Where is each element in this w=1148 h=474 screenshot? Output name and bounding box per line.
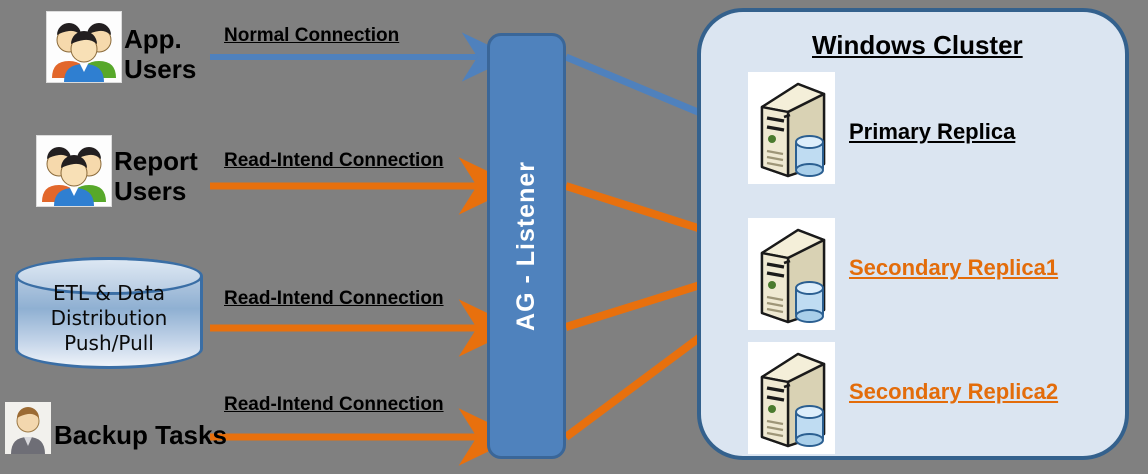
server-database-icon — [748, 72, 835, 184]
etl-database-label: ETL & Data Distribution Push/Pull — [50, 280, 168, 355]
read-intend-connection-label-report: Read-Intend Connection — [224, 150, 444, 171]
app-users-label: App. Users — [124, 24, 197, 84]
secondary-replica-1-label: Secondary Replica1 — [849, 255, 1059, 280]
cylinder-top-ellipse — [15, 257, 203, 295]
users-group-icon — [37, 136, 111, 206]
normal-connection-label: Normal Connection — [224, 25, 400, 46]
backup-tasks-label: Backup Tasks — [54, 420, 227, 450]
server-database-icon — [748, 342, 835, 454]
database-cylinder-icon: ETL & Data Distribution Push/Pull — [15, 257, 203, 369]
ag-listener-box[interactable]: AG - Listener — [487, 33, 566, 459]
cluster-title: Windows Cluster — [812, 30, 1023, 60]
report-users-label: Report Users — [114, 146, 198, 206]
primary-replica-label: Primary Replica — [849, 119, 1016, 144]
users-group-icon — [47, 12, 121, 82]
server-database-icon — [748, 218, 835, 330]
secondary-replica-2-label: Secondary Replica2 — [849, 379, 1059, 404]
ag-listener-label: AG - Listener — [512, 161, 540, 331]
read-intend-connection-label-etl: Read-Intend Connection — [224, 288, 444, 309]
single-user-icon — [5, 402, 51, 454]
read-intend-connection-label-backup: Read-Intend Connection — [224, 394, 444, 415]
